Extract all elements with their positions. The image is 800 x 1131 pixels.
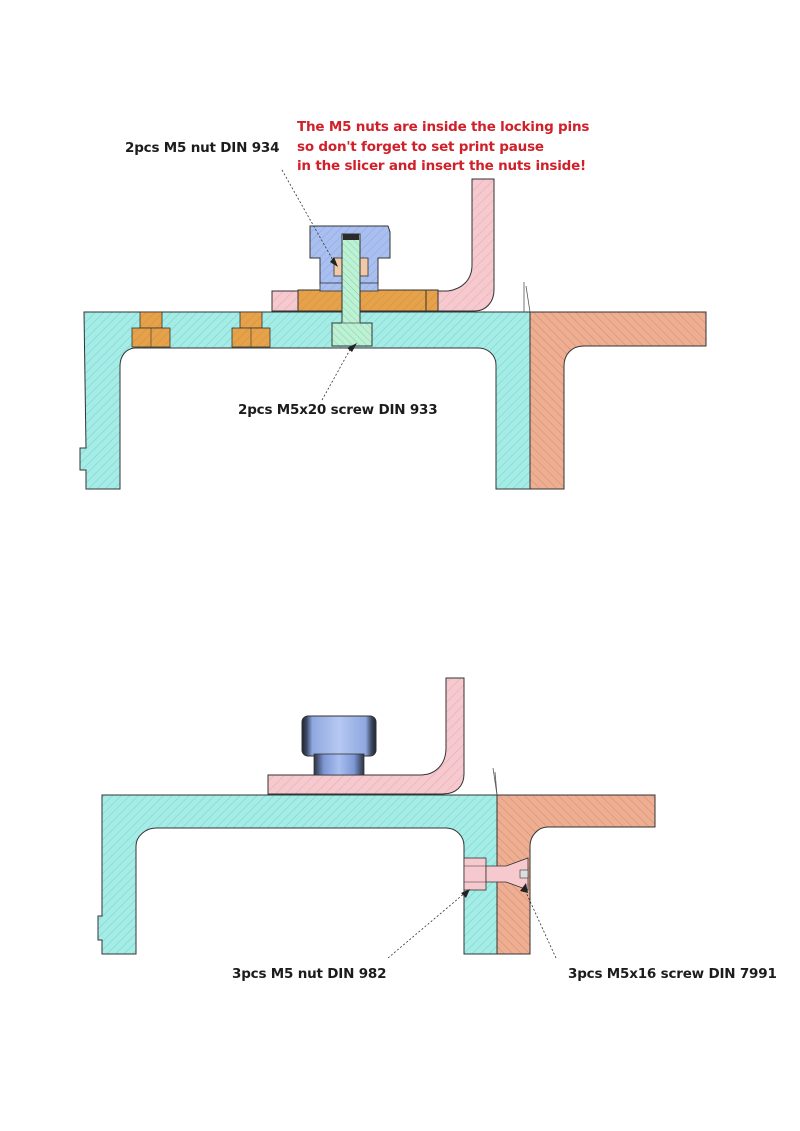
print-pause-warning: The M5 nuts are inside the locking pins … bbox=[297, 118, 589, 177]
warning-line-3: in the slicer and insert the nuts inside… bbox=[297, 158, 586, 174]
pink-bracket bbox=[271, 178, 495, 312]
label-screw-933: 2pcs M5x20 screw DIN 933 bbox=[238, 402, 438, 418]
warning-line-2: so don't forget to set print pause bbox=[297, 138, 544, 155]
salmon-t-part bbox=[529, 311, 707, 490]
bottom-assembly-view bbox=[97, 677, 656, 959]
cyan-channel bbox=[79, 311, 531, 490]
warning-line-1: The M5 nuts are inside the locking pins bbox=[297, 119, 590, 135]
pink-bracket-bottom bbox=[267, 677, 465, 795]
top-section-view bbox=[79, 169, 707, 490]
orange-plate bbox=[297, 289, 439, 312]
label-nut-982: 3pcs M5 nut DIN 982 bbox=[232, 966, 387, 982]
leader-screw-933 bbox=[321, 345, 353, 401]
label-nut-934: 2pcs M5 nut DIN 934 bbox=[125, 140, 280, 156]
leader-screw-7991 bbox=[523, 887, 557, 959]
salmon-t-part-bottom bbox=[496, 794, 656, 955]
insert-left bbox=[131, 311, 171, 348]
cyan-channel-bottom bbox=[97, 794, 498, 955]
insert-right bbox=[231, 311, 271, 348]
leader-nut-934 bbox=[281, 169, 335, 263]
m5x16-screw-7991 bbox=[485, 857, 529, 891]
m5-nut-982 bbox=[463, 857, 487, 891]
blue-knob bbox=[301, 715, 377, 776]
m5x20-screw-933 bbox=[331, 233, 373, 347]
leader-nut-982 bbox=[387, 891, 467, 959]
label-screw-7991: 3pcs M5x16 screw DIN 7991 bbox=[568, 966, 777, 982]
